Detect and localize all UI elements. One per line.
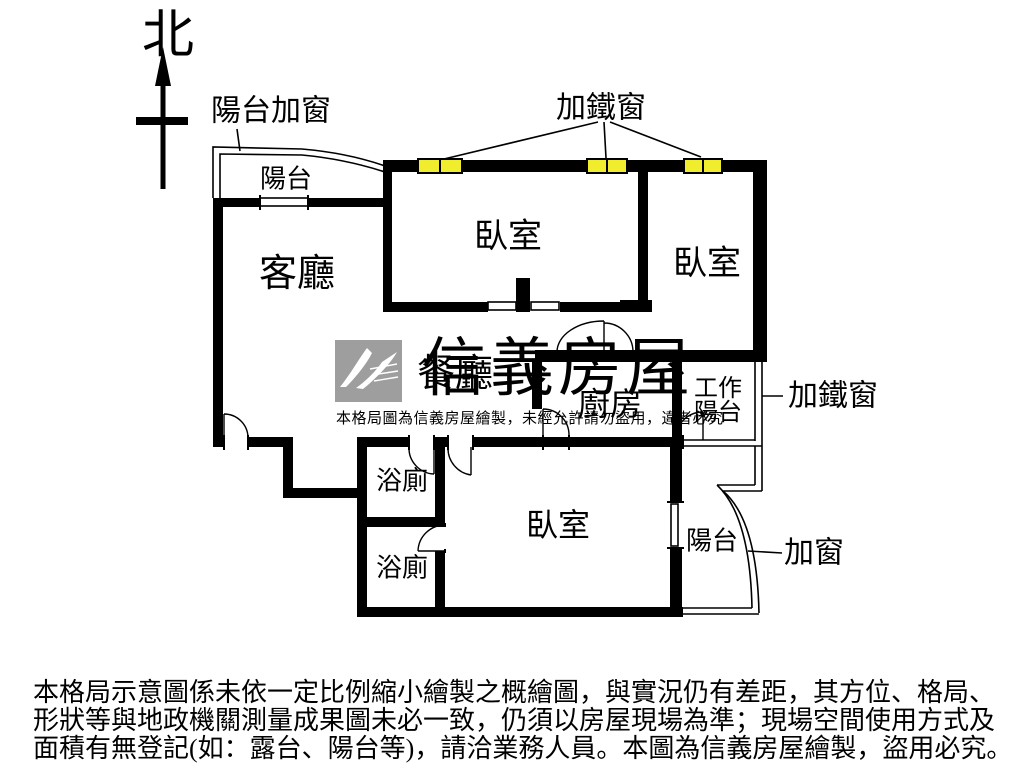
bedroom-balcony-window [670, 503, 679, 547]
bathroom-lower-door [417, 524, 446, 552]
label-kitchen: 廚房 [578, 386, 642, 422]
entry-door [223, 413, 249, 439]
label-added-window: 加窗 [784, 537, 844, 570]
north-label: 北 [142, 8, 194, 65]
label-work-balcony-2: 陽台 [694, 399, 742, 426]
label-balcony-bottom-right: 陽台 [686, 527, 738, 556]
logo-square-icon [335, 340, 402, 402]
work-balcony-door [674, 411, 704, 441]
watermark-brand: 信義房屋 [422, 333, 694, 404]
label-dining-room: 餐廳 [417, 353, 493, 395]
label-bedroom-bottom: 臥室 [526, 507, 590, 543]
label-bathroom-lower: 浴廁 [376, 554, 428, 583]
label-bathroom-upper: 浴廁 [376, 467, 428, 496]
bathroom-upper-door [408, 446, 435, 475]
label-balcony-added-window: 陽台加窗 [211, 95, 331, 128]
disclaimer-line-1: 本格局示意圖係未依一定比例縮小繪製之概繪圖，與實況仍有差距，其方位、格局、 [33, 678, 995, 707]
kitchen-door [542, 408, 570, 436]
disclaimer-line-3: 面積有無登記(如：露台、陽台等)，請洽業務人員。本圖為信義房屋繪製，盜用必究。 [33, 734, 1012, 763]
balcony-thin-walls [212, 146, 763, 615]
room-labels: 陽台 客廳 臥室 臥室 餐廳 廚房 工作 陽台 浴廁 浴廁 臥室 陽台 [259, 165, 742, 583]
label-balcony-top: 陽台 [260, 165, 312, 194]
label-iron-window-top: 加鐵窗 [556, 92, 646, 125]
label-iron-window-right: 加鐵窗 [788, 380, 878, 413]
north-arrow-icon [155, 47, 171, 86]
label-work-balcony-1: 工作 [694, 375, 742, 402]
sliding-door-panel [530, 301, 560, 311]
disclaimer-line-2: 形狀等與地政機關測量成果圖未必一致，仍須以房屋現場為準；現場空間使用方式及 [33, 706, 995, 735]
sliding-door-panel [487, 301, 517, 311]
disclaimer: 本格局示意圖係未依一定比例縮小繪製之概繪圖，與實況仍有差距，其方位、格局、 形狀… [33, 678, 1012, 763]
label-bedroom-right: 臥室 [673, 245, 741, 283]
label-bedroom-top: 臥室 [474, 218, 542, 256]
watermark-notice: 本格局圖為信義房屋繪製，未經允許請勿盜用，違者必究 [336, 409, 724, 427]
leader-lines [236, 121, 783, 554]
north-compass: 北 [136, 8, 194, 189]
living-balcony-window [259, 197, 309, 207]
bedroom-bottom-door [447, 447, 472, 476]
iron-windows [417, 158, 723, 174]
doors [223, 320, 704, 552]
label-living-room: 客廳 [259, 253, 335, 295]
watermark: 信義房屋 本格局圖為信義房屋繪製，未經允許請勿盜用，違者必究 [335, 333, 724, 427]
sinyi-logo [335, 340, 402, 402]
annotation-labels: 陽台加窗 加鐵窗 加鐵窗 加窗 [211, 92, 878, 570]
walls [213, 160, 767, 617]
bedroom-right-door [556, 320, 634, 353]
